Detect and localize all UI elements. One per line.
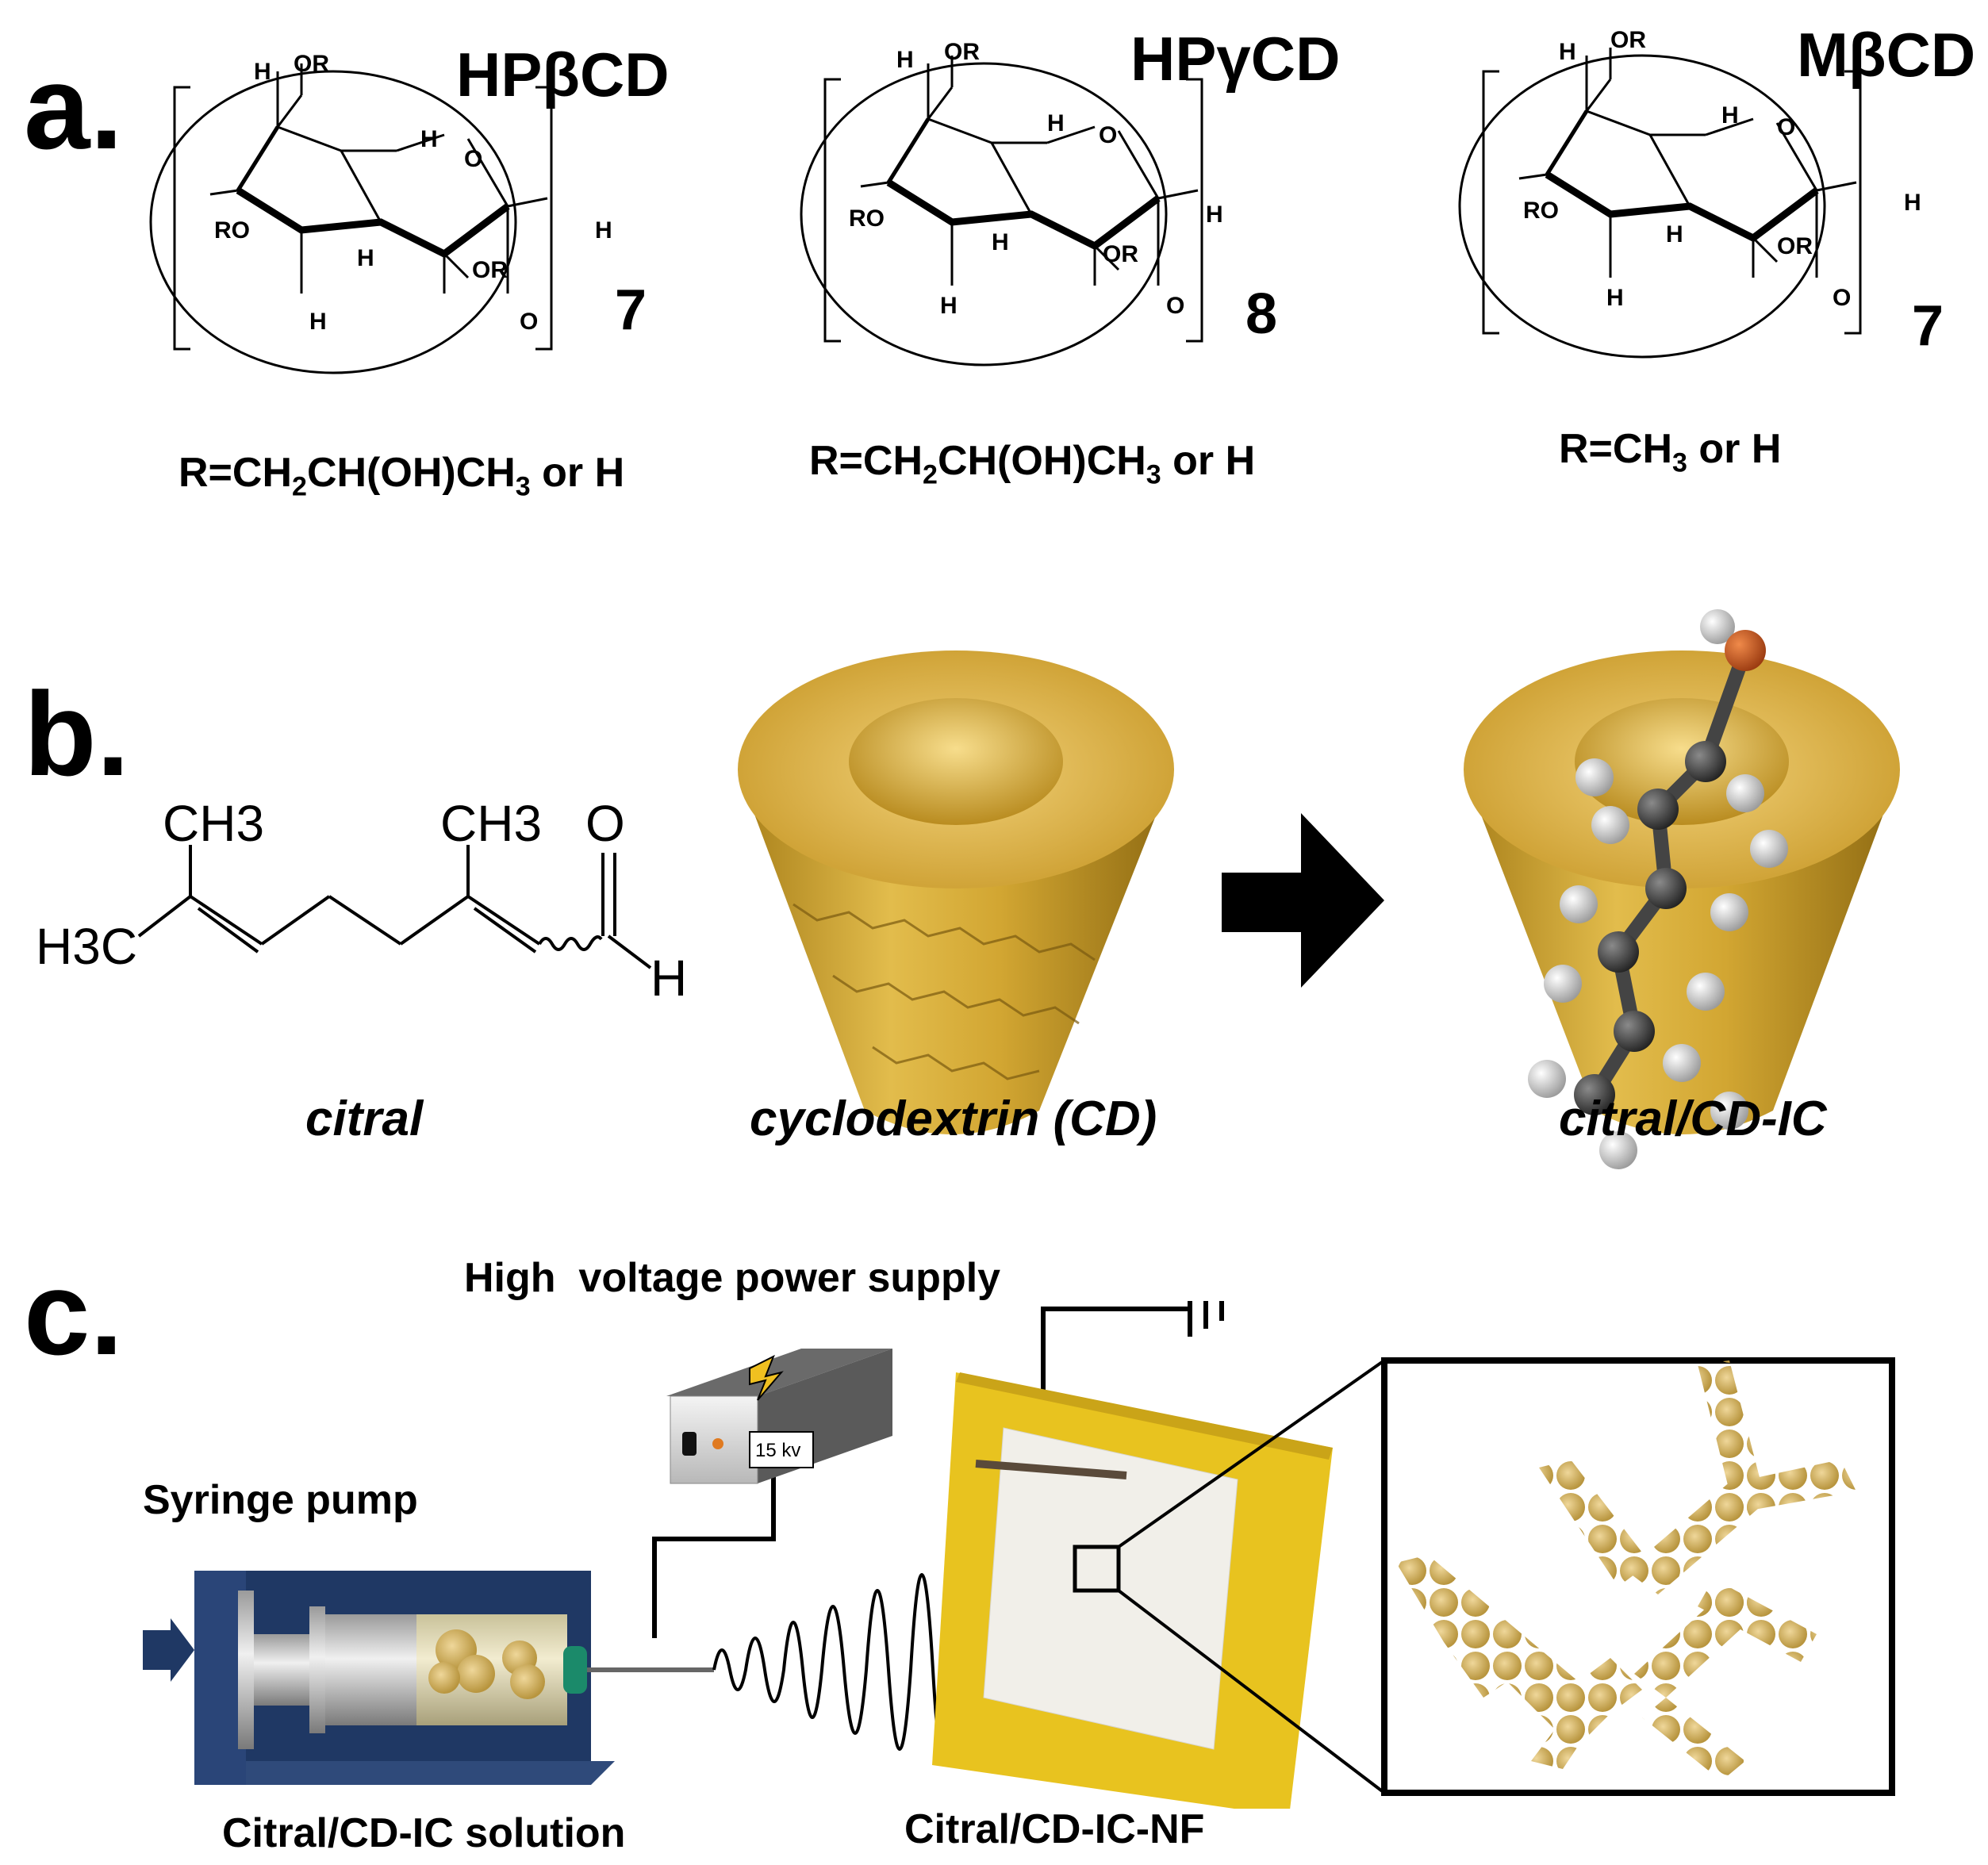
- atom-h: H: [595, 217, 612, 244]
- atom-h: H: [420, 126, 438, 152]
- atom-or: OR: [944, 39, 980, 65]
- ground-wire: [1041, 1301, 1224, 1396]
- atom-h: H: [896, 47, 914, 73]
- mbcd-r-label: R=CH3 or H: [1559, 426, 1782, 478]
- citral-atoms: CH3 CH3 H3C O H: [36, 795, 687, 1007]
- mbcd-repeat: 7: [1912, 294, 1944, 358]
- reaction-arrow: [1222, 813, 1384, 988]
- atom-h: H: [1047, 110, 1065, 136]
- atom-or: OR: [1610, 27, 1646, 53]
- inclusion-complex-label: citral/CD-IC: [1559, 1092, 1827, 1146]
- atom-o: O: [1166, 293, 1184, 319]
- inclusion-complex-cone: [1464, 609, 1900, 1169]
- cd-structures: OR H H O RO H OR H H O OR H H O RO H OR …: [0, 27, 1921, 555]
- hpbcd-repeat: 7: [615, 278, 647, 342]
- cyclodextrin-cone: [738, 650, 1174, 1134]
- citral-h3c: H3C: [36, 918, 137, 975]
- atom-h: H: [1904, 190, 1921, 216]
- power-supply-box: 15 kv: [666, 1349, 892, 1484]
- panel-b-letter: b.: [24, 667, 130, 800]
- atom-o: O: [1833, 285, 1851, 311]
- cyclodextrin-label: cyclodextrin (CD): [750, 1092, 1157, 1146]
- atom-h: H: [357, 245, 374, 271]
- atom-h: H: [992, 229, 1009, 255]
- power-wire: [652, 1475, 776, 1638]
- atom-o: O: [520, 309, 538, 335]
- syringe-pump: [143, 1571, 615, 1785]
- atom-or: OR: [472, 257, 508, 283]
- atom-h: H: [254, 59, 271, 85]
- atom-h: H: [940, 293, 958, 319]
- panel-b-graphics: CH3 CH3 H3C O H: [36, 609, 1900, 1169]
- mbcd-name: MβCD: [1797, 20, 1976, 90]
- collector-plate: [932, 1359, 1386, 1809]
- atom-ro: RO: [1523, 198, 1559, 224]
- syringe-pump-label: Syringe pump: [143, 1477, 418, 1523]
- hpgcd-repeat: 8: [1245, 282, 1278, 346]
- atom-h: H: [309, 309, 327, 335]
- solution-label: Citral/CD-IC solution: [222, 1810, 626, 1856]
- citral-h: H: [651, 950, 687, 1007]
- atom-h: H: [1606, 285, 1624, 311]
- atom-h: H: [1666, 221, 1683, 248]
- hpbcd-r-label: R=CH2CH(OH)CH3 or H: [178, 450, 625, 502]
- citral-label: citral: [305, 1092, 424, 1146]
- hpgcd-name: HPγCD: [1130, 24, 1341, 94]
- citral-structure: [137, 845, 652, 969]
- panel-a-letter: a.: [24, 40, 124, 174]
- atom-h: H: [1721, 102, 1739, 129]
- atom-ro: RO: [214, 217, 250, 244]
- hpbcd-atoms: OR H H O RO H OR H H O: [214, 51, 612, 335]
- atom-h: H: [1559, 39, 1576, 65]
- citral-ch3-right: CH3: [440, 795, 542, 852]
- atom-o: O: [1099, 122, 1117, 148]
- electrospinning-jet: [712, 1573, 957, 1767]
- atom-or: OR: [294, 51, 329, 77]
- hpgcd-r-label: R=CH2CH(OH)CH3 or H: [809, 438, 1256, 490]
- electrospinning-setup: 15 kv: [143, 1301, 1895, 1809]
- voltage-display: 15 kv: [755, 1440, 800, 1461]
- atom-ro: RO: [849, 205, 885, 232]
- atom-or: OR: [1777, 233, 1813, 259]
- nanofiber-zoom-panel: [1381, 1357, 1895, 1796]
- atom-h: H: [1206, 201, 1223, 228]
- power-supply-label: High voltage power supply: [464, 1255, 1001, 1301]
- panel-c-letter: c.: [24, 1246, 124, 1380]
- citral-o: O: [585, 795, 625, 852]
- mbcd-atoms: OR H H O RO H OR H H O: [1523, 27, 1921, 311]
- atom-or: OR: [1103, 241, 1138, 267]
- nanofiber-label: Citral/CD-IC-NF: [904, 1806, 1205, 1852]
- atom-o: O: [1777, 114, 1795, 140]
- hpgcd-atoms: OR H H O RO H OR H H O: [849, 39, 1223, 319]
- hpbcd-name: HPβCD: [456, 40, 670, 109]
- atom-o: O: [464, 146, 482, 172]
- citral-ch3-left: CH3: [163, 795, 264, 852]
